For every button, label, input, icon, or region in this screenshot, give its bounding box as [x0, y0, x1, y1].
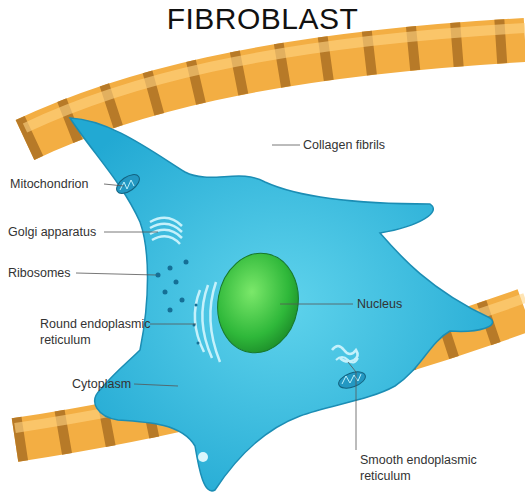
ribosome	[195, 304, 198, 307]
part-label: Smooth endoplasmic reticulum	[360, 452, 490, 484]
part-label: Round endoplasmic reticulum	[40, 316, 152, 348]
golgi-cisterna	[152, 236, 180, 244]
leader-line	[134, 384, 178, 386]
ribosome	[163, 290, 168, 295]
mitochondrion-cristae	[342, 374, 361, 384]
leader-line	[104, 184, 124, 186]
ribosome	[168, 266, 173, 271]
ribosome	[168, 308, 173, 313]
nucleus	[210, 247, 306, 359]
ribosome	[180, 298, 185, 303]
ribosome	[174, 280, 179, 285]
ribosome	[197, 342, 200, 345]
leader-line	[348, 362, 356, 450]
smooth-er	[336, 357, 358, 363]
mitochondrion-cristae	[120, 180, 134, 190]
mitochondrion	[336, 369, 367, 392]
ribosome	[156, 273, 161, 278]
part-label: Golgi apparatus	[8, 224, 128, 240]
leader-line	[104, 232, 158, 233]
cell-body	[70, 118, 493, 491]
fibril-highlight	[25, 28, 525, 128]
part-label: Ribosomes	[8, 265, 108, 281]
part-label: Mitochondrion	[10, 176, 110, 192]
smooth-er	[332, 346, 358, 362]
leader-line	[280, 304, 353, 305]
leader-line	[76, 273, 156, 275]
mitochondrion	[113, 171, 142, 197]
part-label: Cytoplasm	[72, 376, 152, 392]
er-cisterna	[210, 282, 220, 362]
vesicle	[198, 452, 208, 462]
diagram-title: FIBROBLAST	[0, 2, 525, 36]
part-label: Nucleus	[357, 296, 447, 312]
leader-line	[272, 145, 300, 146]
leader-line	[150, 324, 196, 325]
part-label: Collagen fibrils	[303, 137, 443, 153]
ribosome	[184, 260, 189, 265]
